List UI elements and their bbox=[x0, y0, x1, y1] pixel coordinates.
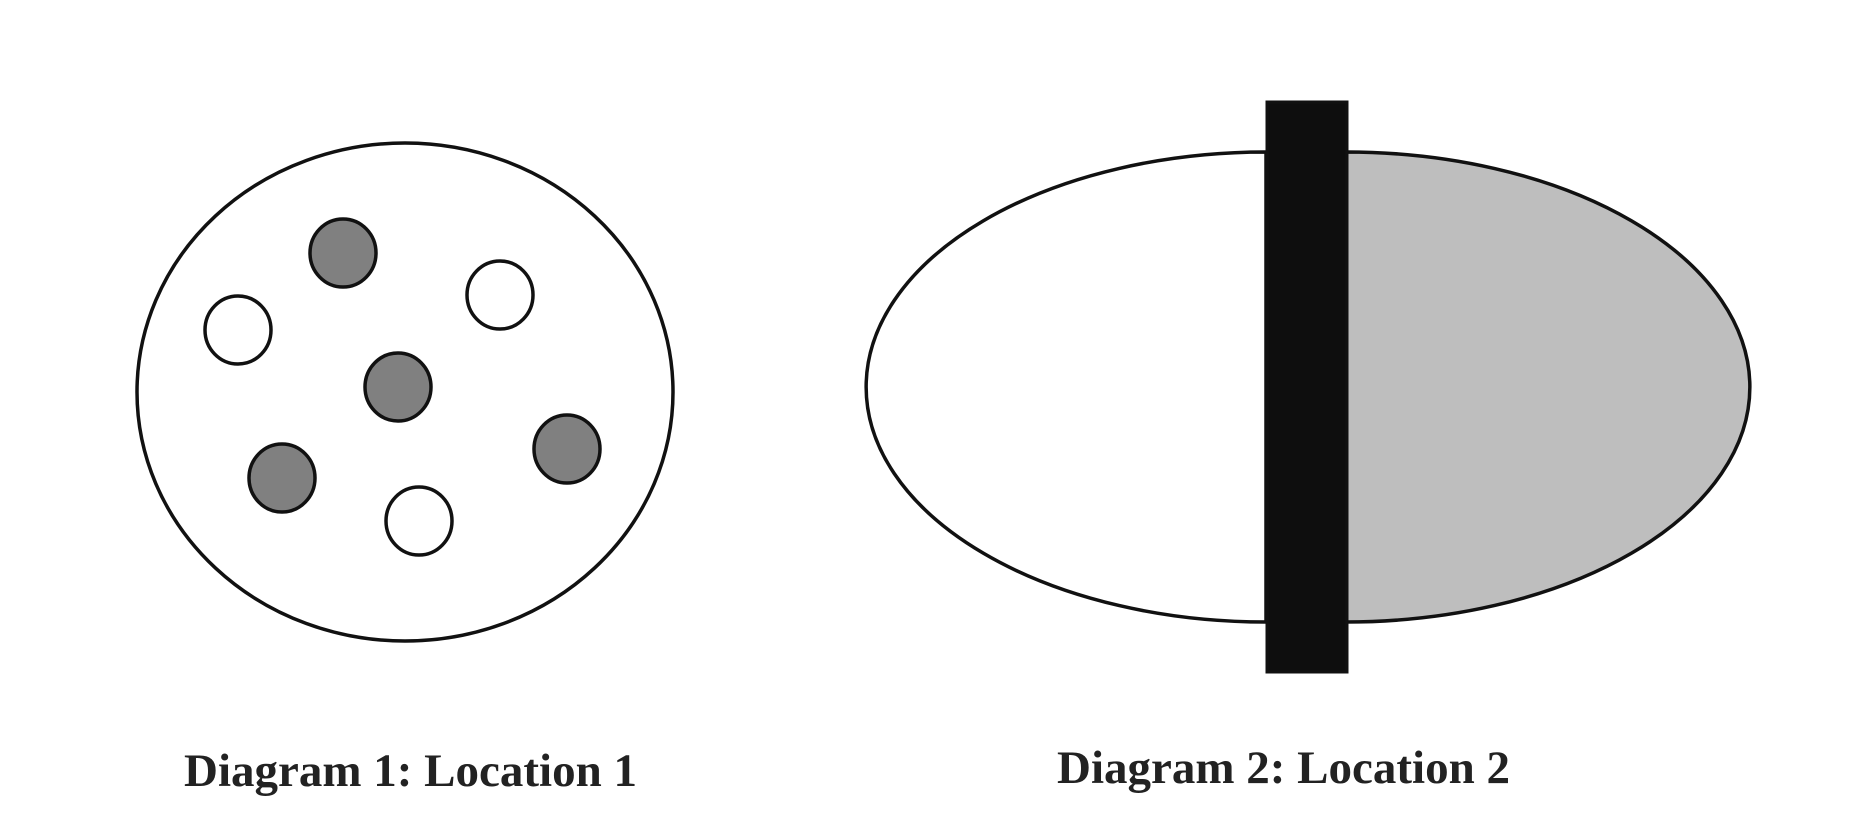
diagram-2-caption: Diagram 2: Location 2 bbox=[1057, 742, 1510, 794]
right-region-shaded bbox=[1344, 150, 1752, 624]
diagram-1-location-1 bbox=[135, 141, 675, 643]
dark-particle bbox=[308, 217, 378, 289]
diagram-1-caption: Diagram 1: Location 1 bbox=[184, 745, 637, 797]
particles-group bbox=[203, 217, 602, 557]
diagram-2-location-2 bbox=[864, 100, 1752, 674]
dark-particle bbox=[363, 351, 433, 423]
dark-particle bbox=[532, 413, 602, 485]
barrier-membrane bbox=[1265, 100, 1349, 674]
left-region bbox=[864, 150, 1268, 624]
light-particle bbox=[203, 294, 273, 366]
light-particle bbox=[465, 259, 535, 331]
dark-particle bbox=[247, 442, 317, 514]
light-particle bbox=[384, 485, 454, 557]
